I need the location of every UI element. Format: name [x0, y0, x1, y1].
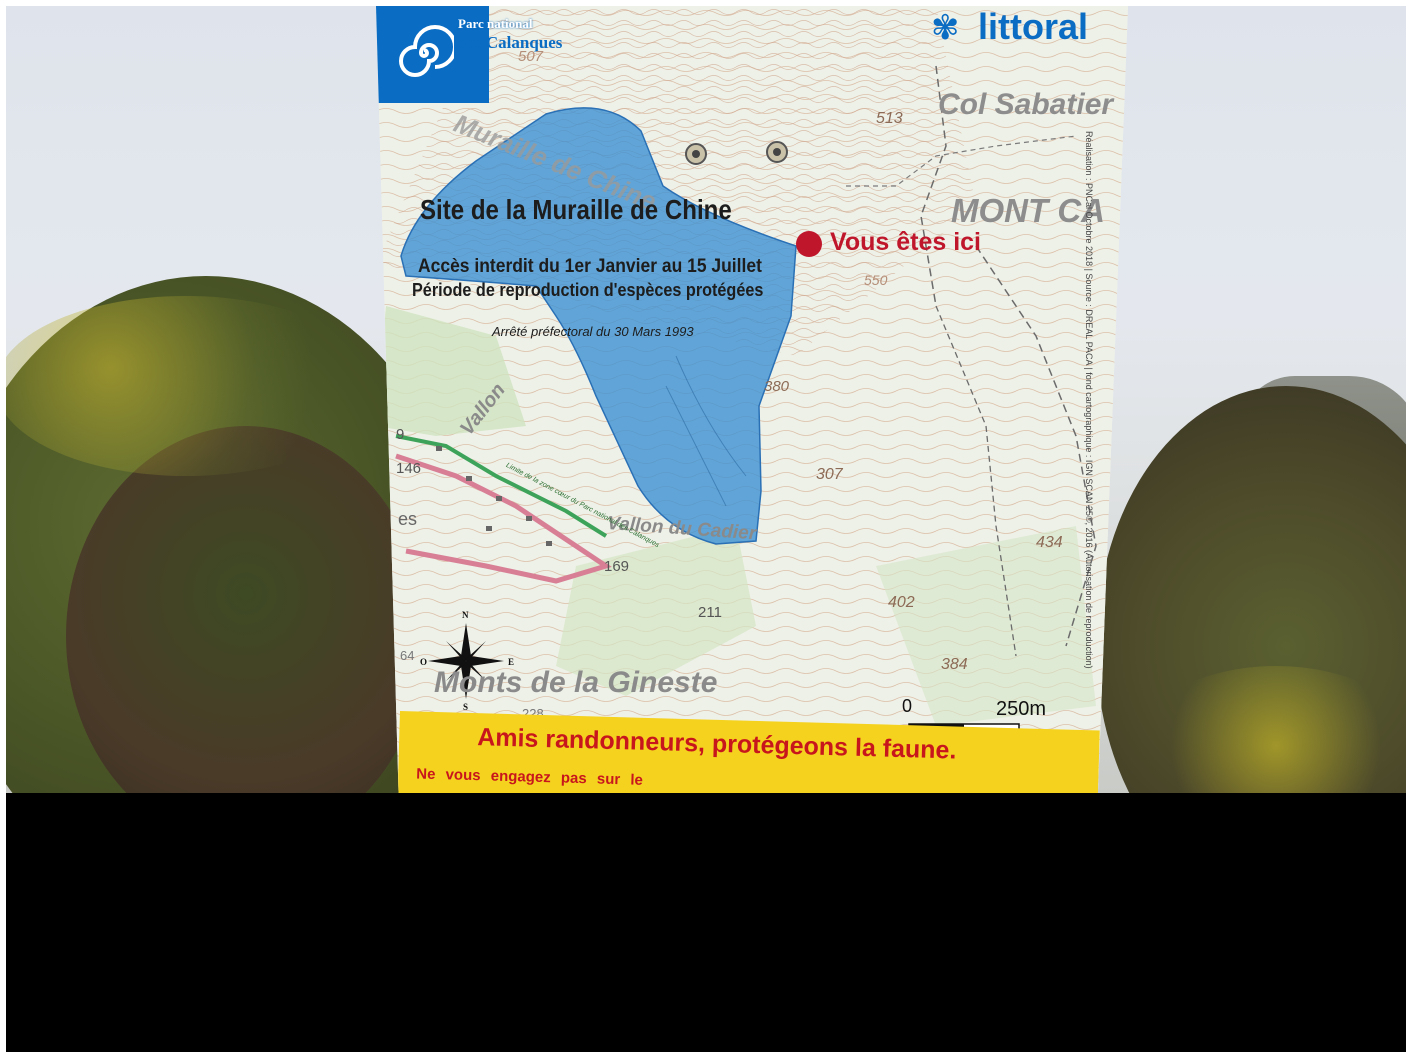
protected-zone	[400, 107, 797, 545]
breeding-period: Période de reproduction d'espèces protég…	[412, 280, 764, 300]
gorse-right	[1136, 666, 1406, 793]
elevation-label: 380	[764, 378, 790, 395]
prefectoral-decree: Arrêté préfectoral du 30 Mars 1993	[492, 324, 694, 339]
partner-logo-text: littoral	[978, 6, 1089, 47]
map-label-monts-gineste: Monts de la Gineste	[434, 666, 718, 699]
topographic-map	[376, 6, 1128, 793]
compass-n: N	[462, 610, 469, 620]
elevation-label: 507	[518, 48, 544, 65]
warning-headline: Amis randonneurs, protégeons la faune.	[476, 723, 957, 765]
elevation-label: 169	[604, 558, 630, 575]
compass-o: O	[420, 657, 428, 667]
littoral-logo-icon: ✾	[931, 8, 960, 48]
elevation-label: 513	[876, 110, 903, 127]
photo-frame: Parc national des Calanques ✾ littoral C…	[6, 6, 1406, 1052]
map-label-mont: MONT CA	[951, 192, 1105, 229]
map-edge-label: 9	[396, 426, 405, 443]
trail	[846, 135, 1077, 187]
vegetation-area	[876, 526, 1096, 726]
elevation-label: 64	[400, 648, 415, 663]
photograph: Parc national des Calanques ✾ littoral C…	[6, 6, 1406, 793]
vegetation-area	[376, 306, 526, 436]
trail	[920, 65, 947, 307]
logo-text-line2: des Calanques	[458, 33, 563, 52]
spiral-icon	[399, 25, 454, 77]
scale-zero: 0	[902, 696, 913, 716]
elevation-label: 384	[941, 656, 968, 673]
elevation-label: 550	[864, 272, 888, 288]
you-are-here-marker	[796, 231, 822, 257]
shrub-left-dark	[66, 426, 426, 793]
compass-s: S	[463, 702, 469, 712]
elevation-label: 307	[816, 466, 843, 483]
scale-max: 250m	[996, 698, 1047, 720]
trail	[935, 305, 1017, 657]
logo-text-line1: Parc national	[458, 16, 533, 31]
gorse-left	[6, 296, 376, 476]
access-restriction: Accès interdit du 1er Janvier au 15 Juil…	[418, 256, 762, 277]
map-edge-label: es	[398, 509, 418, 529]
warning-text: Ne vous engagez pas sur le	[416, 765, 644, 789]
trail	[975, 245, 1097, 647]
sign-title: Site de la Muraille de Chine	[420, 194, 732, 225]
park-boundary	[395, 434, 608, 538]
map-credit: Réalisation : PNCal Octobre 2018 | Sourc…	[1084, 131, 1094, 669]
compass-rose	[428, 623, 504, 699]
compass-e: E	[508, 657, 515, 667]
information-sign: Parc national des Calanques ✾ littoral C…	[376, 6, 1128, 793]
elevation-label: 211	[698, 604, 722, 621]
parc-national-logo	[376, 6, 489, 103]
elevation-label: 434	[1036, 534, 1063, 551]
map-label-col: Col Sabatier	[938, 88, 1114, 121]
elevation-label: 146	[396, 460, 422, 477]
you-are-here-label: Vous êtes ici	[830, 228, 981, 256]
elevation-label: 402	[888, 594, 915, 611]
